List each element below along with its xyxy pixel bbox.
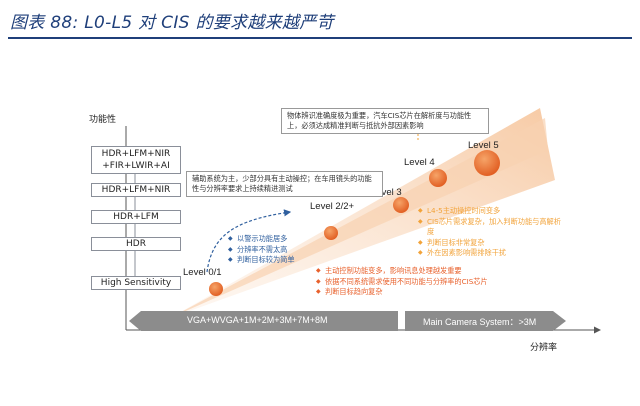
resolution-band-right-label: Main Camera System：>3M [423, 317, 537, 327]
level-2-label: Level 2/2+ [310, 201, 355, 212]
list-item: 判断目标趋向复杂 [316, 287, 546, 298]
title-divider [8, 37, 632, 39]
list-item: 判断目标非常复杂 [418, 238, 568, 249]
level2-arrow [206, 209, 292, 273]
level-5-marker [474, 150, 500, 176]
level-3-marker [393, 197, 409, 213]
capability-box-lfm: HDR+LFM [91, 210, 181, 224]
growth-wedge-highlight [170, 118, 548, 318]
list-item: 主动控制功能变多，影响讯息处理越发重要 [316, 266, 546, 277]
list-item: 依据不同系统需求使用不同功能与分辨率的CIS芯片 [316, 277, 546, 288]
capability-label: HDR+LFM+NIR [101, 185, 171, 195]
level2-note: 辅助系统为主，少部分具有主动操控；在车用镜头的功能性与分辨率要求上持续精进测试 [186, 171, 383, 197]
level01-bullets: 以警示功能居多 分辨率不需太高 判断目标较为简单 [228, 234, 328, 266]
level45-bullets: L4-5主动操控时间变多 CIS芯片需求复杂，加入判断功能与高解析度 判断目标非… [418, 206, 568, 259]
x-axis-label: 分辨率 [530, 343, 558, 353]
list-item: 外在因素影响需排除干扰 [418, 248, 568, 259]
resolution-band-left [129, 311, 398, 331]
capability-box-hdr: HDR [91, 237, 181, 251]
resolution-band-right [405, 311, 566, 331]
y-axis-label: 功能性 [89, 115, 117, 125]
list-item: 以警示功能居多 [228, 234, 328, 245]
level3-bullets: 主动控制功能变多，影响讯息处理越发重要 依据不同系统需求使用不同功能与分辨率的C… [316, 266, 546, 298]
page-title: 图表 88: L0-L5 对 CIS 的要求越来越严苛 [10, 13, 334, 33]
level-3-label: Level 3 [371, 187, 402, 198]
list-item: 判断目标较为简单 [228, 255, 328, 266]
capability-label: HDR+LFM [113, 212, 159, 222]
list-item: 分辨率不需太高 [228, 245, 328, 256]
capability-label: HDR [126, 239, 146, 249]
resolution-band-left-label: VGA+WVGA+1M+2M+3M+7M+8M [187, 315, 328, 325]
level-0-1-marker [209, 282, 223, 296]
capability-box-sensitivity: High Sensitivity [91, 276, 181, 290]
growth-wedge [170, 108, 555, 318]
capability-label: High Sensitivity [100, 278, 172, 288]
level-4-label: Level 4 [404, 157, 435, 168]
level-0-1-label: Level 0/1 [183, 267, 222, 278]
top-note: 物体辨识准确度极为重要，汽车CIS芯片在解析度与功能性上，必须达成精准判断与抵抗… [281, 108, 489, 134]
level-4-marker [429, 169, 447, 187]
capability-label: HDR+LFM+NIR +FIR+LWIR+AI [101, 149, 171, 171]
list-item: L4-5主动操控时间变多 [418, 206, 568, 217]
capability-box-nir: HDR+LFM+NIR [91, 183, 181, 197]
list-item: CIS芯片需求复杂，加入判断功能与高解析度 [418, 217, 568, 238]
capability-box-full: HDR+LFM+NIR +FIR+LWIR+AI [91, 146, 181, 174]
level-5-label: Level 5 [468, 140, 499, 151]
